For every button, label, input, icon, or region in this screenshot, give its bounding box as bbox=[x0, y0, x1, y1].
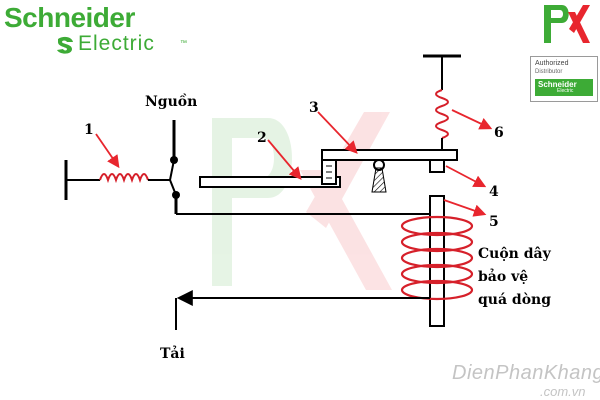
coil-label-line1: Cuộn dây bbox=[478, 246, 552, 262]
callout-arrow-4 bbox=[445, 165, 487, 188]
spring-1 bbox=[99, 173, 149, 184]
contact-bar-2 bbox=[199, 176, 341, 188]
callout-arrow-2 bbox=[267, 139, 302, 180]
source-switch bbox=[169, 120, 430, 215]
coil-label-line2: bảo vệ bbox=[478, 268, 528, 285]
schneider-electric-logo: Schneider Electric ™ bbox=[4, 2, 194, 58]
source-label: Nguồn bbox=[145, 93, 197, 110]
load-output-line bbox=[175, 290, 430, 330]
pivot-support bbox=[371, 159, 387, 193]
callout-4: 4 bbox=[489, 184, 499, 200]
overcurrent-coil-5 bbox=[400, 215, 474, 301]
callout-arrow-6 bbox=[451, 109, 493, 130]
authorized-brand-bar: Schneider Electric bbox=[535, 79, 593, 96]
authorized-brand-name: Schneider bbox=[538, 80, 577, 89]
site-watermark-domain: .com.vn bbox=[540, 384, 586, 399]
armature-lever-3 bbox=[321, 149, 458, 185]
iron-core-4 bbox=[429, 159, 445, 327]
callout-2: 2 bbox=[257, 130, 267, 146]
brand-name: Schneider bbox=[4, 2, 135, 33]
pk-logo: PK bbox=[544, 5, 590, 43]
authorized-label: Authorized bbox=[535, 60, 569, 67]
top-support bbox=[423, 54, 461, 90]
callout-arrow-5 bbox=[443, 199, 487, 217]
callout-arrow-1 bbox=[95, 133, 120, 169]
brand-trademark: ™ bbox=[180, 40, 187, 47]
callout-1: 1 bbox=[84, 122, 94, 138]
schneider-life-is-on-icon bbox=[57, 36, 73, 54]
callout-6: 6 bbox=[494, 125, 504, 141]
ground-terminal bbox=[64, 160, 100, 200]
callout-5: 5 bbox=[489, 214, 499, 230]
site-watermark: DienPhanKhang bbox=[452, 362, 600, 384]
brand-sub: Electric bbox=[78, 32, 155, 55]
spring-6 bbox=[435, 89, 449, 139]
load-label: Tải bbox=[160, 345, 185, 362]
callout-3: 3 bbox=[309, 100, 319, 116]
authorized-distributor-badge: Authorized Distributor Schneider Electri… bbox=[530, 56, 598, 102]
callout-arrow-3 bbox=[317, 111, 358, 154]
authorized-brand-sub: Electric bbox=[557, 88, 574, 94]
distributor-label: Distributor bbox=[535, 69, 563, 75]
pk-watermark-icon bbox=[212, 112, 392, 290]
coil-label-line3: quá dòng bbox=[478, 292, 551, 308]
